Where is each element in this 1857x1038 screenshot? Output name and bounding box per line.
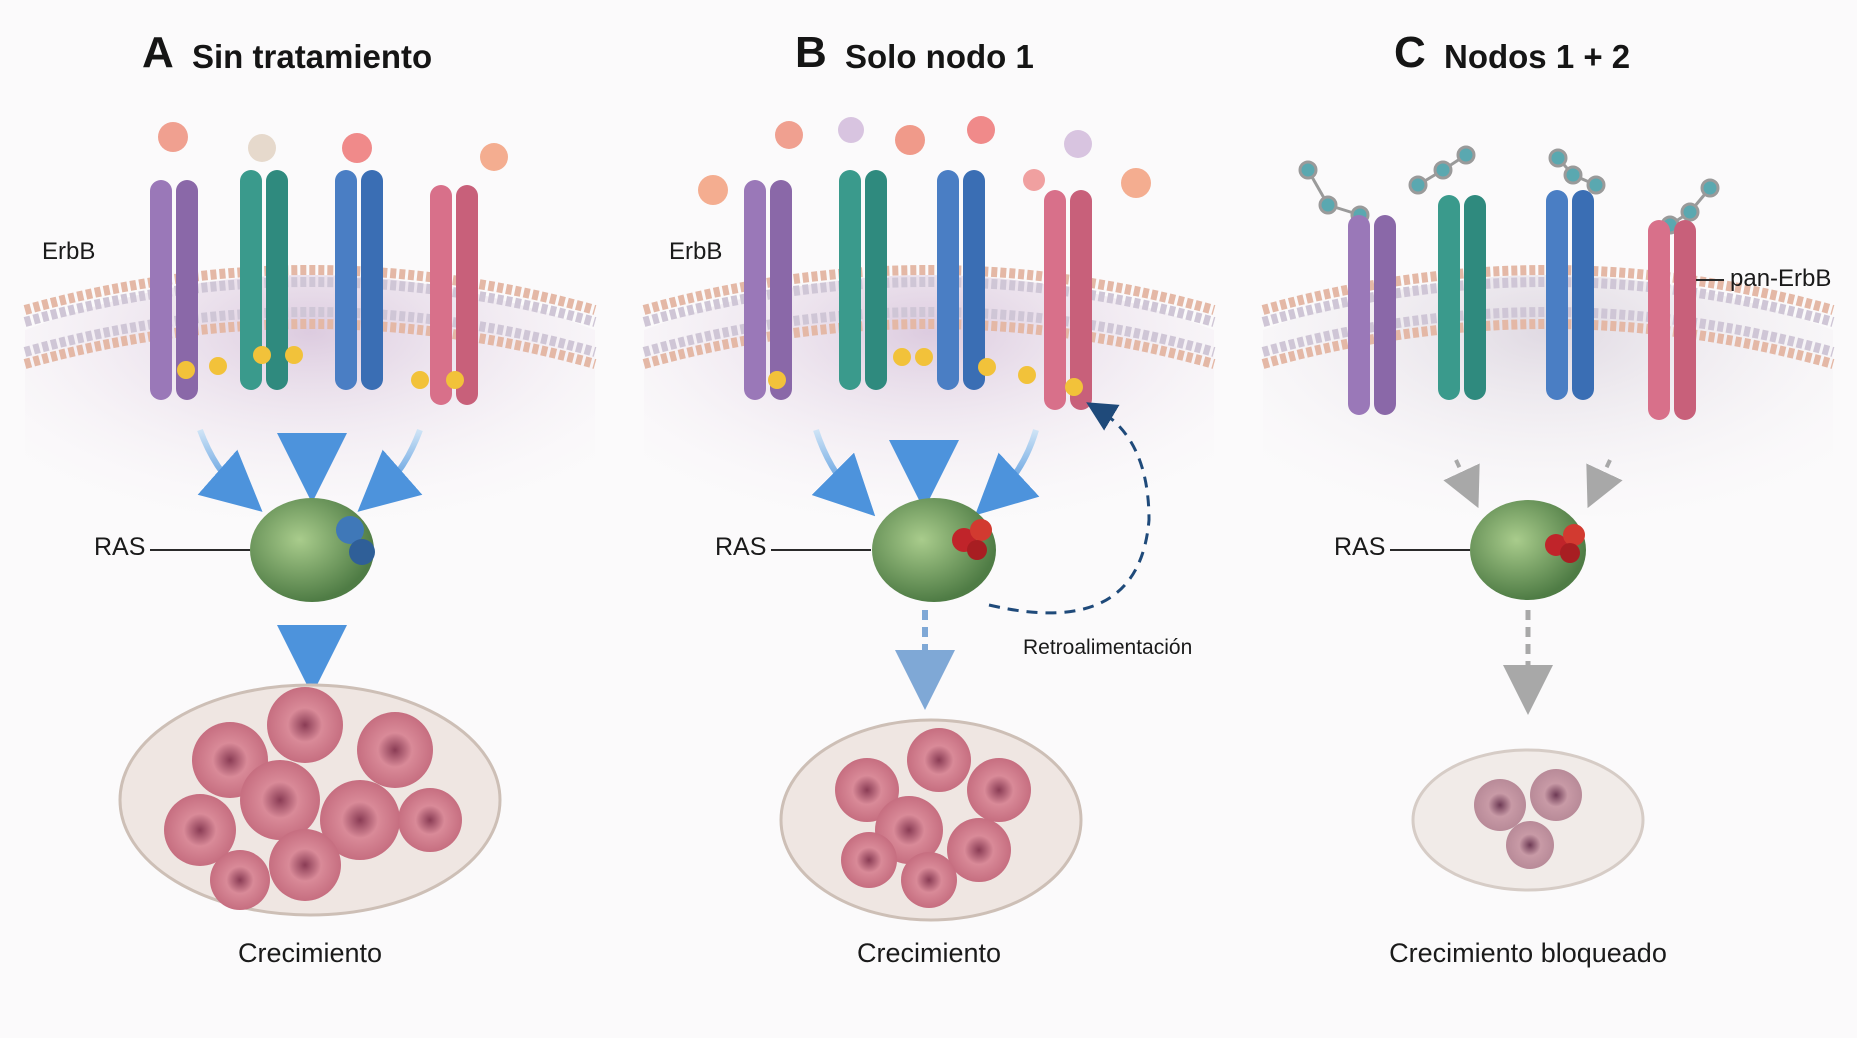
inhibitor-label: pan-ErbB	[1730, 265, 1832, 292]
ras-label: RAS	[1334, 533, 1386, 561]
feedback-label: Retroalimentación	[1023, 636, 1193, 659]
panel-a-illustration	[23, 122, 597, 917]
panel-title: Nodos 1 + 2	[1444, 38, 1631, 75]
panel-title: Solo nodo 1	[845, 38, 1034, 75]
ras-label: RAS	[715, 533, 767, 561]
inhibitor-leader-line	[1696, 279, 1724, 281]
panel-a: A Sin tratamiento ErbB RAS Crecimiento	[0, 0, 619, 1038]
ras-label: RAS	[94, 533, 146, 561]
receptor-label: ErbB	[669, 238, 723, 265]
outcome-label: Crecimiento bloqueado	[1389, 938, 1667, 968]
ras-leader-line	[771, 549, 871, 551]
panel-c-illustration	[1261, 145, 1835, 892]
receptor-purple	[150, 180, 227, 400]
outcome-label: Crecimiento	[856, 938, 1002, 968]
panel-letter: A	[142, 28, 174, 77]
panel-b-illustration	[642, 116, 1216, 922]
panel-b: B Solo nodo 1 ErbB RAS Retroalimentación…	[619, 0, 1238, 1038]
panel-letter: B	[795, 28, 827, 77]
panel-c: C Nodos 1 + 2 pan-ErbB RAS Crecimiento b…	[1238, 0, 1857, 1038]
ras-leader-line	[1390, 549, 1470, 551]
panel-title: Sin tratamiento	[192, 38, 433, 75]
receptor-label: ErbB	[42, 238, 96, 265]
ras-leader-line	[150, 549, 250, 551]
outcome-label: Crecimiento	[237, 938, 383, 968]
panel-letter: C	[1394, 28, 1426, 77]
